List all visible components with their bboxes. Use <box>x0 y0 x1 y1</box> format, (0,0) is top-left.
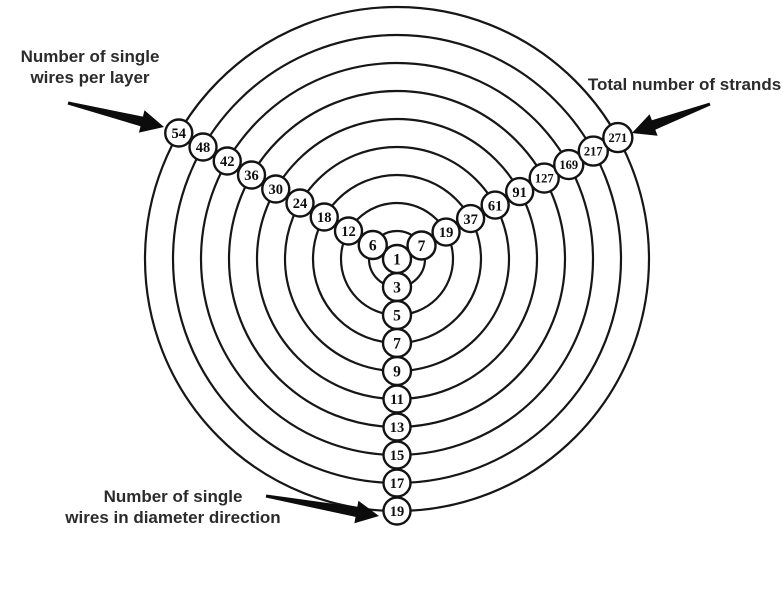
badge-diameter-direction-9-value: 9 <box>393 364 401 381</box>
badge-total-strands-127: 127 <box>528 162 560 194</box>
badge-wires-per-layer-18: 18 <box>309 202 339 232</box>
badge-wires-per-layer-6-value: 6 <box>369 238 377 255</box>
badge-wires-per-layer-36: 36 <box>236 160 267 190</box>
badge-wires-per-layer-18-value: 18 <box>317 210 332 226</box>
badge-total-strands-19: 19 <box>431 217 461 247</box>
badge-total-strands-91: 91 <box>504 176 535 207</box>
badge-wires-per-layer-36-value: 36 <box>244 168 259 184</box>
badge-diameter-direction-11-value: 11 <box>390 392 404 408</box>
badge-total-strands-91-circle <box>504 176 535 207</box>
badge-wires-per-layer-48-value: 48 <box>196 140 211 156</box>
badge-wires-per-layer-24: 24 <box>285 188 315 218</box>
badge-wires-per-layer-54-circle <box>164 118 194 148</box>
badge-wires-per-layer-42-value: 42 <box>220 154 235 170</box>
badge-total-strands-271-value: 271 <box>608 131 627 145</box>
badge-total-strands-7-circle <box>406 230 437 261</box>
badge-total-strands-37: 37 <box>455 203 486 234</box>
badge-wires-per-layer-12-value: 12 <box>341 224 356 240</box>
badge-diameter-direction-17-value: 17 <box>390 476 405 492</box>
badge-wires-per-layer-30-value: 30 <box>269 182 284 198</box>
badge-wires-per-layer-42-circle <box>212 146 242 176</box>
badge-total-strands-127-value: 127 <box>535 172 554 186</box>
badge-diameter-direction-9: 9 <box>381 355 413 387</box>
badge-wires-per-layer-24-value: 24 <box>293 196 308 212</box>
badge-diameter-direction-5: 5 <box>381 299 413 331</box>
badge-total-strands-217: 217 <box>577 135 609 167</box>
badge-total-strands-19-circle <box>431 217 461 247</box>
badge-diameter-direction-3: 3 <box>381 271 413 303</box>
badge-diameter-direction-5-value: 5 <box>393 308 401 325</box>
badge-diameter-direction-17: 17 <box>382 468 412 498</box>
badge-diameter-direction-7: 7 <box>381 327 413 359</box>
badge-wires-per-layer-54-value: 54 <box>172 126 187 142</box>
label-diameter-direction: Number of single wires in diameter direc… <box>48 486 298 528</box>
badge-total-strands-7-value: 7 <box>418 238 426 255</box>
badge-total-strands-61-circle <box>480 190 510 220</box>
badge-center: 1 <box>381 243 413 275</box>
badge-total-strands-169-circle <box>553 148 585 181</box>
badge-total-strands-217-circle <box>577 135 609 167</box>
badge-wires-per-layer-30: 30 <box>261 174 291 204</box>
badge-wires-per-layer-18-circle <box>309 202 339 232</box>
badge-wires-per-layer-12-circle <box>333 216 364 246</box>
badge-total-strands-61-value: 61 <box>488 198 503 214</box>
badge-wires-per-layer-6-circle <box>357 229 388 261</box>
badge-wires-per-layer-24-circle <box>285 188 315 218</box>
badge-diameter-direction-13: 13 <box>382 412 412 442</box>
badge-total-strands-271: 271 <box>602 121 634 154</box>
badge-diameter-direction-19: 19 <box>382 496 412 526</box>
badge-wires-per-layer-12: 12 <box>333 216 364 246</box>
badge-wires-per-layer-36-circle <box>236 160 267 190</box>
badge-wires-per-layer-54: 54 <box>164 118 194 148</box>
label-wires-per-layer-line2: wires per layer <box>30 68 150 87</box>
badge-total-strands-37-circle <box>455 203 486 234</box>
badge-wires-per-layer-48-circle <box>188 132 218 162</box>
badge-wires-per-layer-30-circle <box>261 174 291 204</box>
badge-total-strands-271-circle <box>602 121 634 154</box>
label-total-strands-line1: Total number of strands <box>587 75 782 94</box>
badge-wires-per-layer-48: 48 <box>188 132 218 162</box>
badge-total-strands-37-value: 37 <box>463 212 478 228</box>
label-diameter-direction-line2: wires in diameter direction <box>65 508 281 527</box>
badge-total-strands-217-value: 217 <box>584 145 603 159</box>
arrow-to-total-strands <box>632 102 711 136</box>
label-diameter-direction-line1: Number of single <box>103 487 243 506</box>
label-wires-per-layer-line1: Number of single <box>20 47 160 66</box>
badge-diameter-direction-15: 15 <box>382 440 412 470</box>
badge-diameter-direction-3-value: 3 <box>393 280 401 297</box>
badges: 6121824303642485471937619112716921727135… <box>164 118 634 526</box>
badge-diameter-direction-19-value: 19 <box>390 504 405 520</box>
badge-total-strands-91-value: 91 <box>512 185 527 201</box>
badge-diameter-direction-11: 11 <box>382 384 412 414</box>
badge-center-circle <box>381 243 413 275</box>
badge-wires-per-layer-6: 6 <box>357 229 388 261</box>
badge-center-value: 1 <box>393 252 401 269</box>
badge-diameter-direction-7-value: 7 <box>393 336 401 353</box>
badge-total-strands-19-value: 19 <box>439 225 454 241</box>
arrow-to-diameter-direction <box>265 494 379 524</box>
badge-diameter-direction-13-value: 13 <box>390 420 405 436</box>
badge-total-strands-127-circle <box>528 162 560 194</box>
badge-wires-per-layer-42: 42 <box>212 146 242 176</box>
badge-total-strands-169-value: 169 <box>559 158 578 172</box>
label-total-strands: Total number of strands <box>586 74 783 95</box>
badge-diameter-direction-19-circle <box>382 496 412 526</box>
badge-total-strands-169: 169 <box>553 148 585 181</box>
badge-total-strands-7: 7 <box>406 230 437 261</box>
badge-total-strands-61: 61 <box>480 190 510 220</box>
arrow-to-wires-per-layer <box>67 101 164 133</box>
label-wires-per-layer: Number of single wires per layer <box>6 46 174 88</box>
badge-diameter-direction-15-value: 15 <box>390 448 405 464</box>
